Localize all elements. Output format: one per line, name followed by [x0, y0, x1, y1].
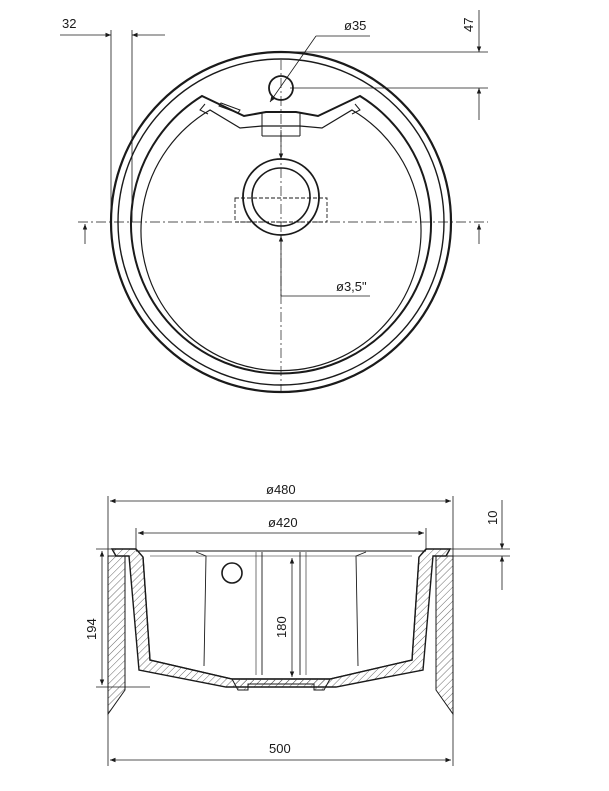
overflow-hole	[221, 562, 243, 584]
dim-500-label: 500	[269, 741, 291, 756]
dim-47-label: 47	[461, 18, 476, 32]
bowl-outline	[130, 94, 432, 375]
drain-box	[234, 197, 328, 223]
dim-10-label: 10	[485, 511, 500, 525]
dim-180-label: 180	[274, 616, 289, 638]
dim-35-label: ø35	[344, 18, 366, 33]
drain-inner	[251, 167, 311, 227]
bowl-inner-edge	[140, 109, 422, 372]
contour-line	[195, 551, 207, 667]
contour-line	[355, 551, 367, 667]
leader-35	[269, 35, 317, 103]
corner-detail	[199, 103, 209, 115]
outer-rim-inner-edge	[117, 58, 445, 386]
top-view: 32 47 ø35 ø3,5"	[60, 10, 488, 394]
section-view: ø480 ø420 10 194 180 500	[84, 482, 510, 766]
dim-480-label: ø480	[266, 482, 296, 497]
cabinet-wall-right	[435, 555, 454, 716]
cabinet-wall-left	[107, 555, 126, 716]
dim-420-label: ø420	[268, 515, 298, 530]
dim-32-label: 32	[62, 16, 76, 31]
dim-drain-label: ø3,5"	[336, 279, 367, 294]
drain-outlet	[231, 678, 331, 691]
dim-194-label: 194	[84, 618, 99, 640]
overflow-slot	[218, 102, 241, 114]
corner-detail	[351, 103, 361, 115]
